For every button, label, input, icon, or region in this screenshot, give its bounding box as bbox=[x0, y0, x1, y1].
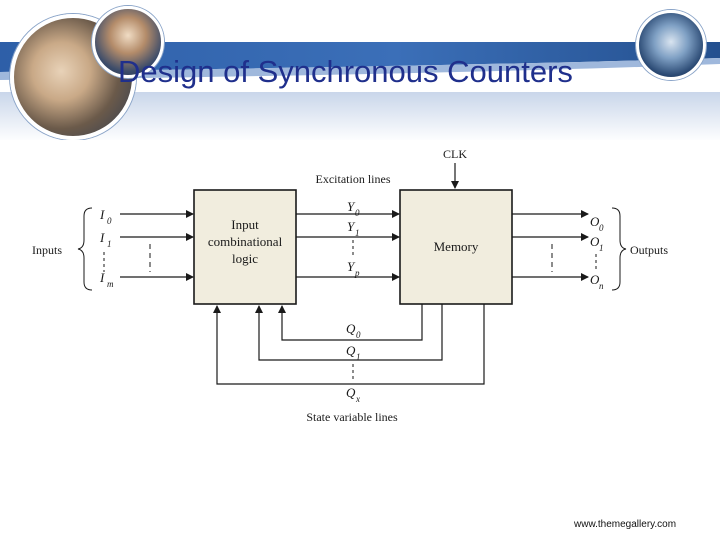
sequential-circuit-diagram: Input combinational logic Memory CLK Exc… bbox=[32, 147, 668, 424]
output-signal-1-base: O bbox=[590, 234, 600, 249]
state-feedback-line-x bbox=[213, 304, 485, 385]
state-signal-0-base: Q bbox=[346, 321, 356, 336]
input-logic-label-line2: combinational bbox=[208, 234, 283, 249]
state-signal-1-sub: 1 bbox=[356, 352, 361, 362]
excitation-signal-1-sub: 1 bbox=[355, 228, 360, 238]
excitation-signal-p-base: Y bbox=[347, 259, 356, 274]
state-signal-x-base: Q bbox=[346, 385, 356, 400]
figure-caption: Figure 9–27 General clocked sequential c… bbox=[220, 461, 450, 473]
input-signal-1-base: I bbox=[99, 230, 105, 245]
business-person-photo-right bbox=[636, 10, 706, 80]
excitation-signal-0-sub: 0 bbox=[355, 208, 360, 218]
output-signal-0-sub: 0 bbox=[599, 223, 604, 233]
state-signal-0-sub: 0 bbox=[356, 330, 361, 340]
output-signal-n-base: O bbox=[590, 272, 600, 287]
excitation-signal-0-base: Y bbox=[347, 199, 356, 214]
output-signal-n-sub: n bbox=[599, 281, 604, 291]
input-logic-label-line3: logic bbox=[232, 251, 258, 266]
state-signal-x-sub: x bbox=[355, 394, 360, 404]
input-signal-0-sub: 0 bbox=[107, 216, 112, 226]
outputs-brace bbox=[611, 207, 627, 291]
header-band bbox=[0, 42, 720, 140]
input-combinational-logic-block bbox=[193, 189, 297, 305]
output-signal-1-sub: 1 bbox=[599, 243, 604, 253]
input-logic-label-line1: Input bbox=[231, 217, 259, 232]
state-feedback-line-1 bbox=[255, 304, 443, 361]
inputs-label: Inputs bbox=[32, 243, 62, 257]
diagram-panel bbox=[28, 140, 700, 428]
memory-block bbox=[399, 189, 513, 305]
business-person-photo-middle bbox=[92, 6, 164, 78]
state-feedback-line-0 bbox=[278, 304, 423, 341]
inputs-brace bbox=[77, 207, 93, 291]
input-signal-1-sub: 1 bbox=[107, 239, 112, 249]
footer-url: www.themegallery.com bbox=[574, 519, 677, 530]
excitation-lines-label: Excitation lines bbox=[316, 172, 391, 186]
clk-label: CLK bbox=[443, 147, 467, 161]
input-signal-m-sub: m bbox=[107, 279, 114, 289]
outputs-label: Outputs bbox=[630, 243, 668, 257]
state-signal-1-base: Q bbox=[346, 343, 356, 358]
slide-title: Design of Synchronous Counters bbox=[118, 54, 573, 89]
input-signal-m-base: I bbox=[99, 270, 105, 285]
excitation-signal-1-base: Y bbox=[347, 219, 356, 234]
input-signal-0-base: I bbox=[99, 207, 105, 222]
output-signal-0-base: O bbox=[590, 214, 600, 229]
excitation-signal-p-sub: p bbox=[354, 268, 360, 278]
memory-label: Memory bbox=[434, 239, 479, 254]
state-variable-lines-label: State variable lines bbox=[306, 410, 398, 424]
